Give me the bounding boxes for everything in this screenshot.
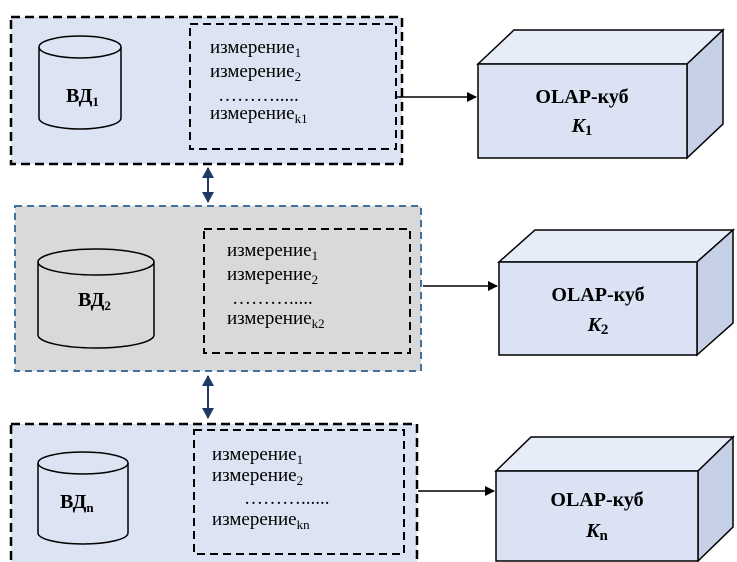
cube-3-title: OLAP-куб [550,489,643,511]
cube-1-label: K1 [571,115,593,139]
dimension-3-2: измерение2 [212,465,303,488]
olap-cube-2 [497,228,735,357]
dimension-2-2: измерение2 [227,264,318,287]
cube-2-title: OLAP-куб [551,284,644,306]
olap-cube-1 [476,28,725,160]
dimensions-2-box [203,228,411,354]
database-1-icon [38,35,122,130]
dimensions-3-box [193,429,405,555]
dimension-2-1: измерение1 [227,240,318,263]
dimensions-1-box [189,23,397,150]
cube-1-title: OLAP-куб [535,86,628,108]
olap-cube-3 [494,435,735,562]
cube-3-label: Kn [585,520,608,544]
group-3: ВДn измерение1 измерение2 ………...... изме… [9,422,735,562]
cube-2-label: K2 [587,314,609,338]
dimension-3-k: измерениеkn [212,509,310,532]
dimension-3-ellipsis: ………...... [244,488,330,509]
group-2: ВД2 измерение1 измерение2 ………..... измер… [14,205,735,372]
dimension-2-k: измерениеk2 [227,308,325,331]
database-2-icon [37,248,155,349]
database-3-icon [37,451,129,545]
dimension-1-k: измерениеk1 [210,103,308,126]
dimension-1-2: измерение2 [210,61,301,84]
dimension-3-1: измерение1 [212,444,303,467]
dimension-2-ellipsis: ………..... [232,288,313,309]
dimension-1-1: измерение1 [210,37,301,60]
database-3-label: ВДn [60,491,94,515]
dimension-1-ellipsis: ………..... [218,85,299,106]
database-1-label: ВД1 [66,85,99,109]
group-1: ВД1 измерение1 измерение2 ………..... измер… [9,15,725,166]
database-2-label: ВД2 [78,289,111,313]
